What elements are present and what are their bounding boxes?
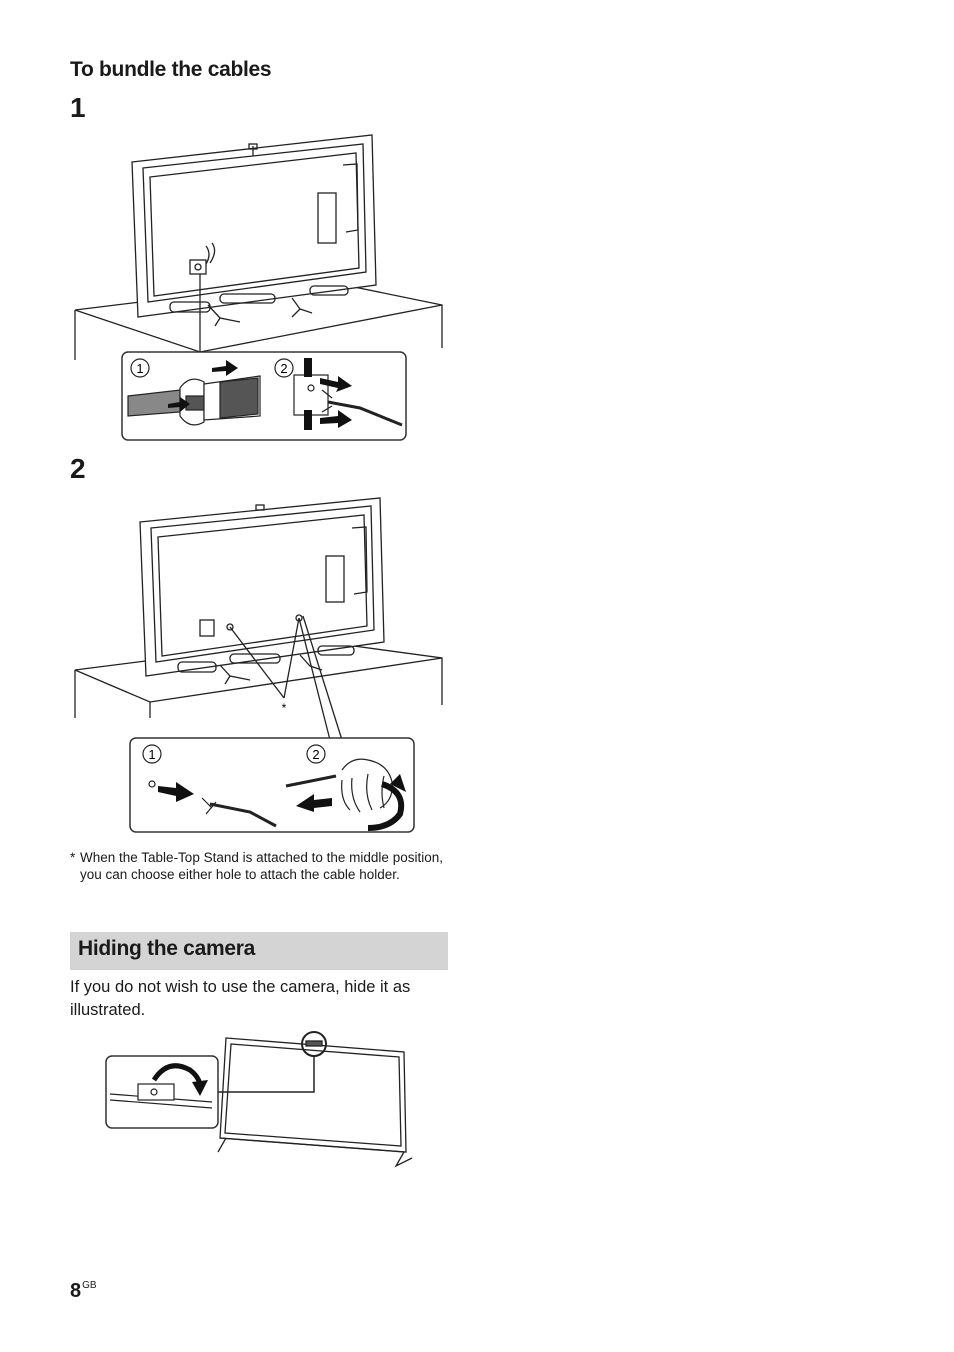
page-number: 8GB [70,1280,97,1303]
step-1-number: 1 [70,92,86,123]
footnote-text: When the Table-Top Stand is attached to … [80,850,443,882]
camera-section-heading-bar: Hiding the camera [70,932,448,970]
callout-2-2: 2 [312,747,319,762]
page-number-suffix: GB [82,1280,97,1291]
step-1-illustration: 1 2 [74,134,443,441]
camera-section-intro: If you do not wish to use the camera, hi… [70,978,411,1019]
callout-2-1: 1 [148,747,155,762]
camera-section-heading: Hiding the camera [78,937,255,960]
step-2-illustration: * 1 2 [74,497,443,833]
callout-2: 2 [280,361,287,376]
step-2-number: 2 [70,453,86,484]
camera-illustration [105,1031,413,1168]
callout-1: 1 [136,361,143,376]
footnote-marker: * [70,850,76,865]
asterisk-callout: * [282,701,287,715]
section-title: To bundle the cables [70,58,272,81]
page-number-value: 8 [70,1280,82,1302]
